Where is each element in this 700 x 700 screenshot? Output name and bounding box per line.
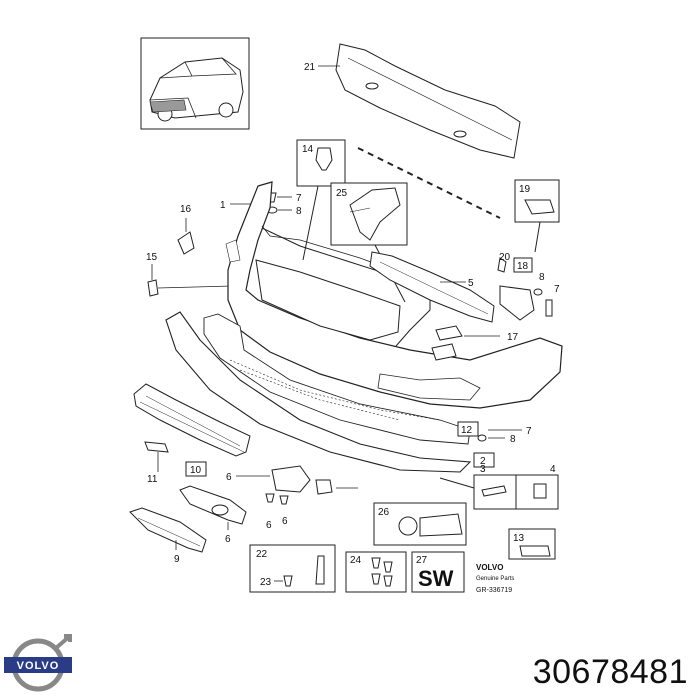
callout-8c: 8: [510, 434, 516, 445]
callout-21: 21: [304, 62, 316, 73]
bracket-18: [497, 257, 553, 321]
box-25: [330, 182, 408, 303]
part-16: [177, 218, 195, 255]
callout-4: 4: [550, 464, 556, 475]
callout-6a: 6: [226, 472, 232, 483]
fog-cover-9: [129, 507, 207, 553]
box-24: [345, 551, 407, 593]
callout-24: 24: [350, 555, 362, 566]
callout-25: 25: [336, 188, 348, 199]
callout-15: 15: [146, 252, 158, 263]
callout-18: 18: [517, 261, 529, 272]
callout-3: 3: [480, 464, 486, 475]
callout-6c: 6: [225, 534, 231, 545]
callout-6b: 6: [266, 520, 272, 531]
footer-brand: VOLVO: [476, 563, 503, 572]
box-14: [296, 139, 346, 261]
logo-wordmark: VOLVO: [17, 660, 60, 672]
callout-16: 16: [180, 204, 192, 215]
box-27: [411, 551, 465, 593]
callout-12: 12: [461, 425, 473, 436]
part-21-beam: [318, 43, 521, 159]
callout-20: 20: [499, 252, 511, 263]
callout-5: 5: [468, 278, 474, 289]
callout-27: 27: [416, 555, 428, 566]
callout-19: 19: [519, 184, 531, 195]
callout-22: 22: [256, 549, 268, 560]
callout-26: 26: [378, 507, 390, 518]
callout-7a: 7: [296, 193, 302, 204]
car-thumbnail: [140, 37, 250, 130]
dashed-guide: [357, 147, 501, 219]
part-number: 30678481: [532, 653, 688, 691]
callout-23: 23: [260, 577, 272, 588]
footer-ref: GR-336719: [476, 587, 512, 594]
fog-screws: [265, 493, 289, 505]
sw-box-label: SW: [418, 566, 454, 591]
callout-9: 9: [174, 554, 180, 565]
fog-lamp-6: [236, 465, 311, 493]
callout-11: 11: [147, 474, 158, 485]
callout-8b: 8: [539, 272, 545, 283]
footer-tagline: Genuine Parts: [476, 576, 514, 582]
fog-cover-6: [179, 485, 247, 530]
box-13: [508, 528, 556, 560]
part-10-grille: [133, 383, 251, 477]
volvo-logo: VOLVO: [4, 634, 72, 692]
part-5-grille: [369, 251, 495, 323]
callout-7c: 7: [526, 426, 532, 437]
part-15: [147, 264, 233, 297]
clip-17: [431, 325, 500, 361]
callout-13: 13: [513, 533, 525, 544]
box-26: [373, 502, 467, 546]
lower-spoiler: [165, 311, 472, 473]
callout-1: 1: [220, 200, 226, 211]
box-22: [249, 544, 336, 593]
callout-7b: 7: [554, 284, 560, 295]
box-3-4: [439, 474, 559, 510]
callout-2: 2: [480, 456, 486, 467]
bumper-cover: [225, 181, 563, 409]
callout-6d: 6: [282, 516, 288, 527]
callout-14: 14: [302, 144, 314, 155]
callout-17: 17: [507, 332, 519, 343]
callout-8a: 8: [296, 206, 302, 217]
part-11: [144, 441, 169, 472]
clip-6-center: [315, 479, 358, 495]
box-19: [514, 179, 560, 253]
callout-10: 10: [190, 465, 202, 476]
box-12: [457, 421, 522, 442]
